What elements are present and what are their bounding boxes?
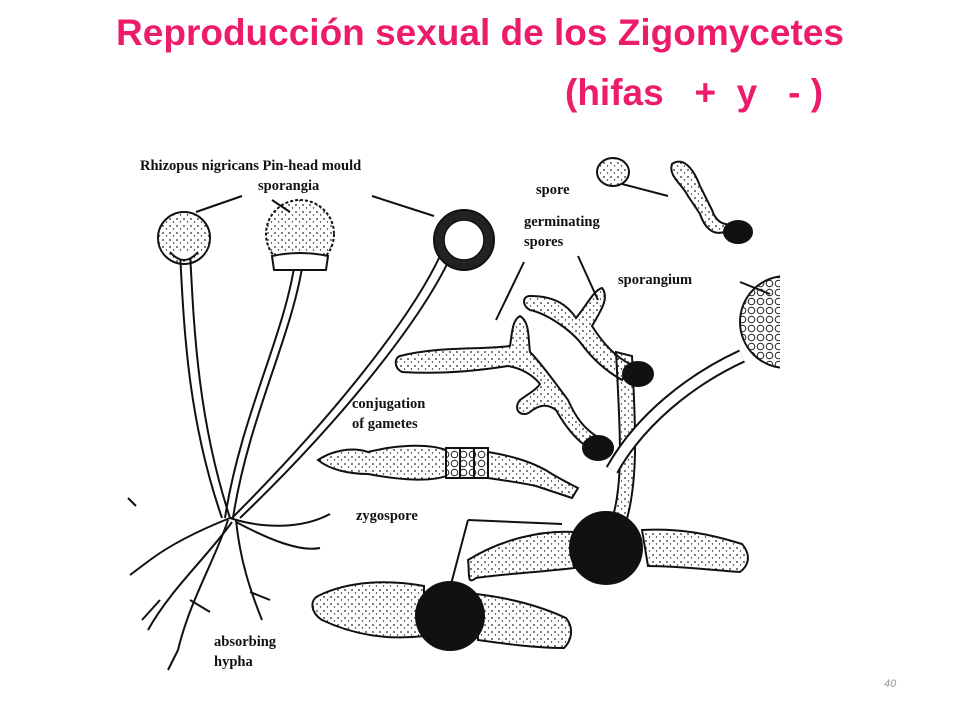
label-zygospore: zygospore <box>356 508 418 524</box>
sporangium-large <box>605 275 780 474</box>
rhizopus-diagram: Rhizopus nigricans Pin-head mould sporan… <box>127 157 780 671</box>
conjugation-gametes <box>316 444 580 500</box>
slide-title-line1: Reproducción sexual de los Zigomycetes <box>116 12 844 53</box>
sporangium-middle <box>265 199 335 271</box>
sporangium-right <box>433 209 495 271</box>
slide-title-line2: (hifas + y - ) <box>565 72 824 113</box>
zygospore-lower <box>311 581 572 651</box>
label-sporangium: sporangium <box>618 272 692 288</box>
label-germinating: germinating <box>524 214 600 230</box>
germinating-spore-tube <box>670 160 753 244</box>
label-rhizopus: Rhizopus nigricans Pin-head mould <box>140 158 361 174</box>
label-conjugation: conjugation <box>352 396 425 412</box>
stolon-left <box>127 497 137 507</box>
zygospore-upper <box>466 350 749 585</box>
pointer-lines <box>195 183 771 589</box>
label-hypha: hypha <box>214 654 253 670</box>
germinating-hypha-2 <box>394 314 614 461</box>
rhizoids <box>129 513 331 671</box>
spore <box>596 157 630 187</box>
page-number: 40 <box>884 678 897 690</box>
sporangiophore-stalks <box>179 251 451 519</box>
label-spore: spore <box>536 182 570 198</box>
sporangium-left <box>157 211 211 265</box>
label-of-gametes: of gametes <box>352 416 418 432</box>
label-spores: spores <box>524 234 564 250</box>
label-absorbing: absorbing <box>214 634 277 650</box>
label-sporangia: sporangia <box>258 178 320 194</box>
